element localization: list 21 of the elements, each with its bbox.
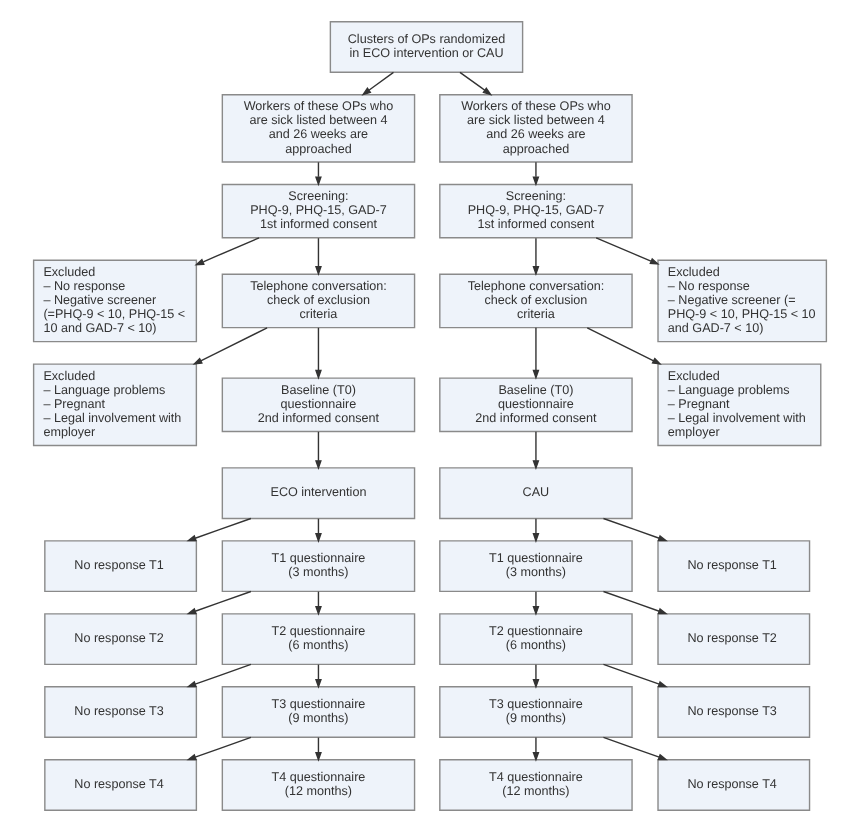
arrow bbox=[314, 237, 321, 276]
arrow bbox=[314, 327, 321, 380]
arrow bbox=[531, 663, 539, 689]
arrow bbox=[531, 591, 539, 616]
arrow bbox=[585, 327, 661, 365]
arrow bbox=[360, 71, 394, 96]
arrow bbox=[531, 518, 539, 543]
arrow bbox=[601, 663, 667, 688]
arrow bbox=[191, 327, 267, 365]
arrow bbox=[531, 161, 539, 187]
arrow bbox=[531, 431, 539, 470]
arrow bbox=[594, 237, 659, 265]
arrow bbox=[531, 327, 539, 380]
arrow bbox=[601, 517, 667, 542]
arrow bbox=[601, 736, 667, 761]
arrow bbox=[531, 736, 539, 762]
arrow bbox=[531, 237, 539, 276]
arrow bbox=[601, 590, 667, 615]
arrow bbox=[314, 431, 321, 470]
arrow bbox=[193, 237, 259, 266]
arrow bbox=[458, 71, 492, 96]
